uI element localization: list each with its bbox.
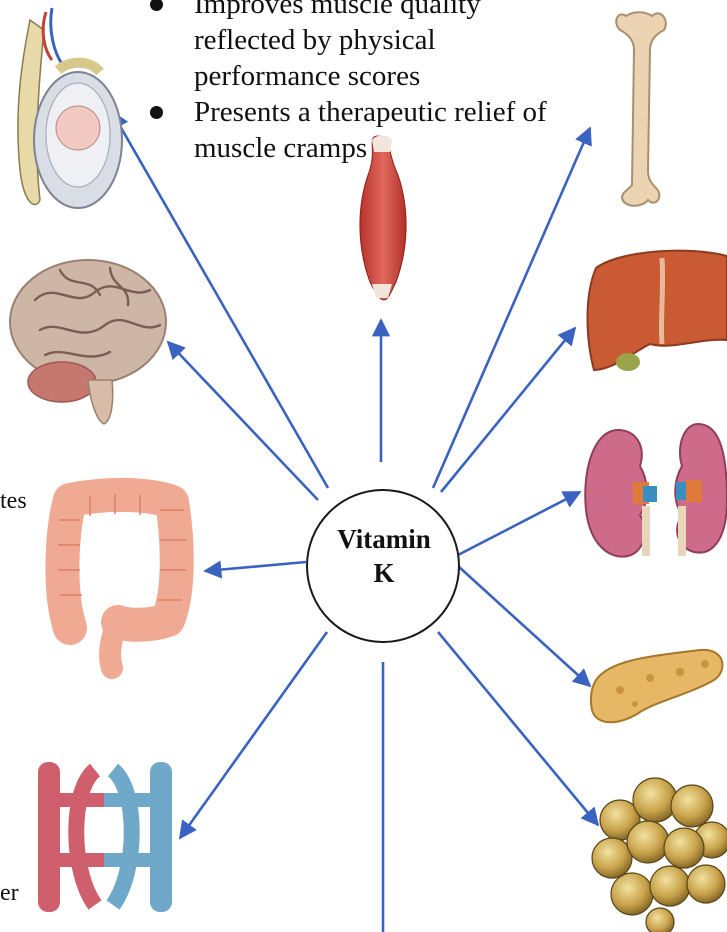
- cut-label-left-bottom: er: [0, 880, 19, 907]
- effect-item: Improves muscle quality reflected by phy…: [150, 0, 570, 94]
- testis-icon: [18, 8, 122, 208]
- arrow-pancreas: [458, 566, 590, 686]
- bone-icon: [616, 12, 666, 206]
- kidney-icon: [585, 424, 727, 557]
- arrow-adipose: [438, 632, 598, 825]
- adipose-tissue-icon: [592, 778, 727, 932]
- arrow-bone: [433, 128, 590, 488]
- effect-item: Presents a therapeutic relief of muscle …: [150, 94, 570, 166]
- arrow-vessel: [180, 632, 327, 838]
- brain-icon: [10, 260, 166, 424]
- arrow-intestine: [205, 562, 306, 571]
- cut-label-left-mid: tes: [0, 488, 27, 515]
- arrow-kidney: [458, 492, 580, 555]
- liver-icon: [588, 251, 727, 371]
- vitamin-label-line1: Vitamin: [310, 522, 458, 556]
- pancreas-icon: [591, 650, 723, 722]
- effects-list: Improves muscle quality reflected by phy…: [150, 0, 570, 166]
- intestine-icon: [62, 495, 176, 668]
- vitamin-k-label: Vitamin K: [310, 522, 458, 590]
- vitamin-label-line2: K: [310, 556, 458, 590]
- blood-vessel-icon: [38, 762, 172, 912]
- arrow-brain: [168, 342, 318, 500]
- arrow-liver: [441, 328, 575, 492]
